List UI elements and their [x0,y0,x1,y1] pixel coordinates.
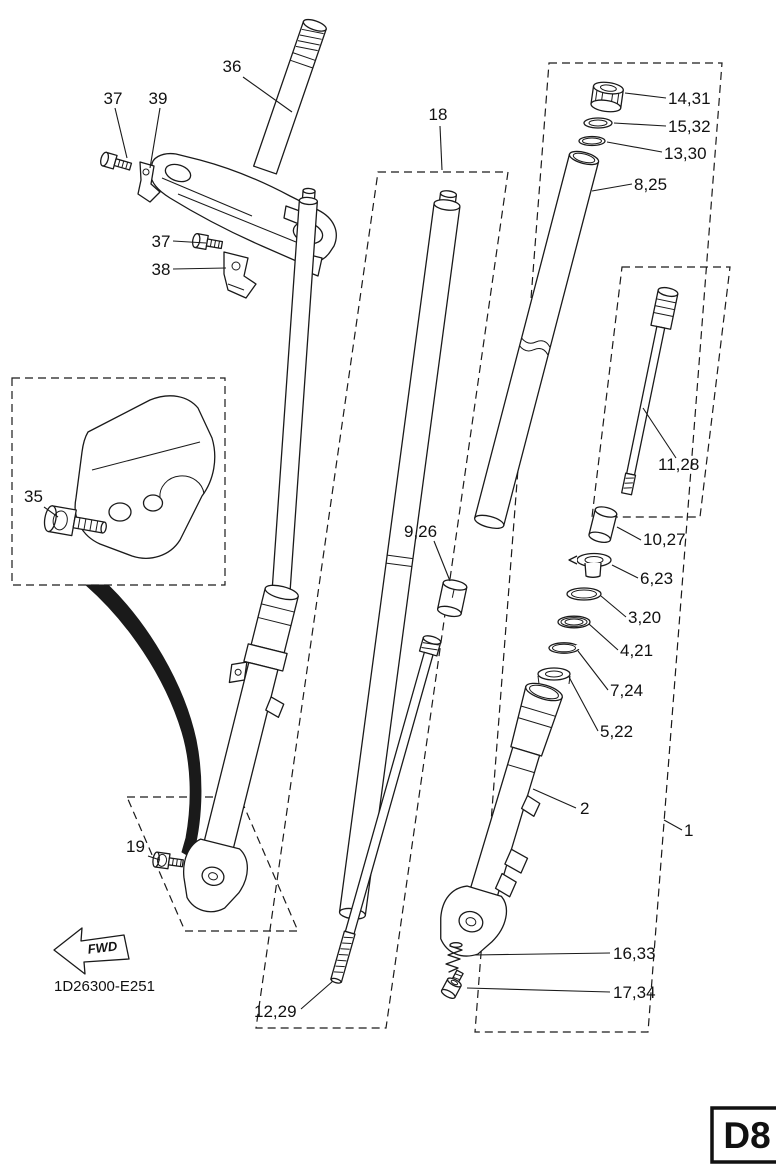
pinch-bolt-lower [191,232,224,251]
right-outer-tube [440,682,563,957]
detail-inset-dashed-box [11,377,226,586]
right-damper-rod [621,286,679,496]
leader-1 [663,819,683,831]
callout-labels: 36 37 39 37 38 18 14,31 15,32 13,30 8,25… [24,57,711,1021]
holder-bracket [223,251,257,299]
cable-clip-upper [137,161,161,203]
callout-14-31: 14,31 [668,89,711,108]
callout-2: 2 [580,799,589,818]
leader-37b [172,240,207,244]
page-ref-box: D8 [710,1106,776,1164]
callout-37-lower: 37 [152,232,171,251]
leader-2 [532,788,577,809]
fork-cap-bolt [590,81,624,113]
oil-seal [557,615,591,629]
damper-rod-dashed-box [591,266,731,518]
leader-7-24 [577,650,609,691]
clamp-detail-inset [74,395,216,559]
callout-35: 35 [24,487,43,506]
damper-rod-bolt [440,969,464,1000]
callout-12-29: 12,29 [254,1002,297,1021]
dashed-boxes [11,62,731,1033]
callout-13-30: 13,30 [664,144,707,163]
fwd-label: FWD [87,938,119,957]
leader-5-22 [568,676,599,732]
callout-39: 39 [149,89,168,108]
cap-o-ring [578,135,606,147]
callout-15-32: 15,32 [668,117,711,136]
leader-18 [439,125,443,171]
callout-19: 19 [126,837,145,856]
leader-13-30 [606,141,663,153]
leader-6-23 [611,564,639,579]
callout-18: 18 [429,105,448,124]
leader-36 [242,76,293,113]
leader-39 [149,107,161,169]
callout-37-upper: 37 [104,89,123,108]
axle-pinch-bolt [152,851,184,870]
detail-callout-swoosh [84,584,202,859]
callout-9-26: 9,26 [404,522,437,541]
callout-17-34: 17,34 [613,983,656,1002]
retaining-clip [548,642,581,654]
callout-4-21: 4,21 [620,641,653,660]
callout-3-20: 3,20 [628,608,661,627]
callout-1: 1 [684,821,693,840]
right-inner-tube [473,150,600,530]
leader-16-33 [473,952,611,956]
callout-16-33: 16,33 [613,944,656,963]
leader-14-31 [624,92,667,99]
callout-38: 38 [152,260,171,279]
callout-8-25: 8,25 [634,175,667,194]
leader-10-27 [616,526,642,541]
callout-5-22: 5,22 [600,722,633,741]
leader-15-32 [613,122,667,127]
lower-spring [445,942,463,973]
leader-8-25 [591,183,633,192]
leader-lines [43,76,683,1010]
leader-17-34 [466,987,611,993]
slide-bushing [436,579,468,618]
pinch-bolt-upper [100,151,133,171]
left-inner-tube [338,190,461,920]
leader-38 [172,267,227,270]
cap-washer [583,117,613,129]
callout-7-24: 7,24 [610,681,643,700]
oil-seal-spacer [568,552,612,578]
callout-11-28: 11,28 [658,455,699,474]
leader-35 [43,506,59,518]
leader-9-26 [433,540,451,582]
callout-36: 36 [223,57,242,76]
left-damper-rod [330,635,442,984]
leader-12-29 [300,980,334,1010]
left-fork-assembled [183,187,318,913]
rebound-spring-seat [588,506,618,543]
page-ref-label: D8 [723,1115,770,1156]
clamp-detail-bolt [43,505,107,537]
diagram-code: 1D26300-E251 [54,978,155,995]
leader-11-28 [642,407,677,459]
callout-10-27: 10,27 [643,530,686,549]
leader-37a [114,107,128,159]
right-fork-dashed-box [474,62,723,1033]
callout-6-23: 6,23 [640,569,673,588]
leader-4-21 [588,623,619,651]
leader-19 [147,855,161,861]
axle-clamp-dashed-box [126,796,299,932]
steering-stem [253,18,327,175]
leader-3-20 [600,595,627,618]
spring-washer [566,587,602,601]
dust-seal [537,667,571,685]
fwd-arrow: FWD [53,927,130,975]
left-fork-dashed-box [255,171,509,1029]
